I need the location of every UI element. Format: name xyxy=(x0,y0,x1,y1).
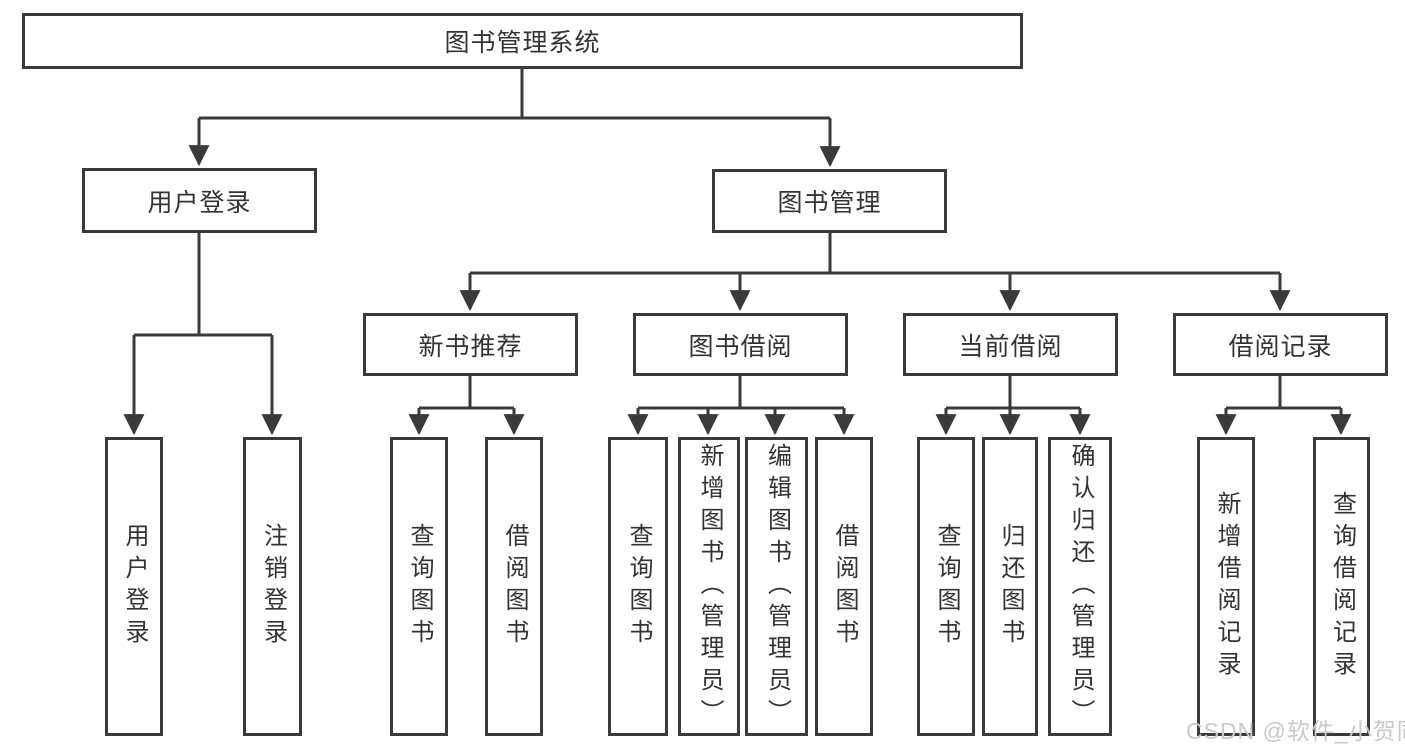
leaf-label: 用户登录 xyxy=(121,522,148,651)
node-current-borrow: 当前借阅 xyxy=(903,313,1118,376)
leaf-label: 确认归还（管理员） xyxy=(1067,442,1094,731)
node-library-system: 图书管理系统 xyxy=(22,13,1023,69)
node-book-borrow: 图书借阅 xyxy=(633,313,848,376)
leaf-label: 查询图书 xyxy=(625,522,652,651)
node-new-book-recommend: 新书推荐 xyxy=(363,313,578,376)
leaf-user-login: 用户登录 xyxy=(105,437,163,736)
leaf-query-books-2: 查询图书 xyxy=(608,437,668,736)
leaf-borrow-books-1: 借阅图书 xyxy=(485,437,543,736)
leaf-label: 归还图书 xyxy=(997,522,1024,651)
leaf-query-books-1: 查询图书 xyxy=(390,437,448,736)
leaf-label: 借阅图书 xyxy=(831,522,858,651)
node-book-management: 图书管理 xyxy=(712,169,947,233)
leaf-add-books-admin: 新增图书（管理员） xyxy=(678,437,740,736)
leaf-label: 查询图书 xyxy=(933,522,960,651)
node-user-login: 用户登录 xyxy=(82,168,317,233)
leaf-label: 借阅图书 xyxy=(501,522,528,651)
leaf-label: 新增图书（管理员） xyxy=(696,442,723,731)
leaf-label: 查询借阅记录 xyxy=(1328,490,1356,683)
leaf-label: 查询图书 xyxy=(406,522,433,651)
leaf-logout: 注销登录 xyxy=(243,437,302,736)
leaf-add-borrow-record: 新增借阅记录 xyxy=(1197,437,1255,736)
leaf-label: 新增借阅记录 xyxy=(1213,490,1240,683)
leaf-return-books: 归还图书 xyxy=(982,437,1038,736)
leaf-query-books-3: 查询图书 xyxy=(917,437,975,736)
leaf-borrow-books-2: 借阅图书 xyxy=(815,437,873,736)
node-borrow-records: 借阅记录 xyxy=(1173,313,1388,376)
leaf-label: 注销登录 xyxy=(259,522,287,651)
leaf-confirm-return-admin: 确认归还（管理员） xyxy=(1048,437,1112,736)
csdn-watermark: CSDN @软件_小贺同学 xyxy=(1186,718,1405,744)
leaf-label: 编辑图书（管理员） xyxy=(763,442,791,731)
leaf-edit-books-admin: 编辑图书（管理员） xyxy=(745,437,808,736)
leaf-query-borrow-record: 查询借阅记录 xyxy=(1313,437,1370,736)
